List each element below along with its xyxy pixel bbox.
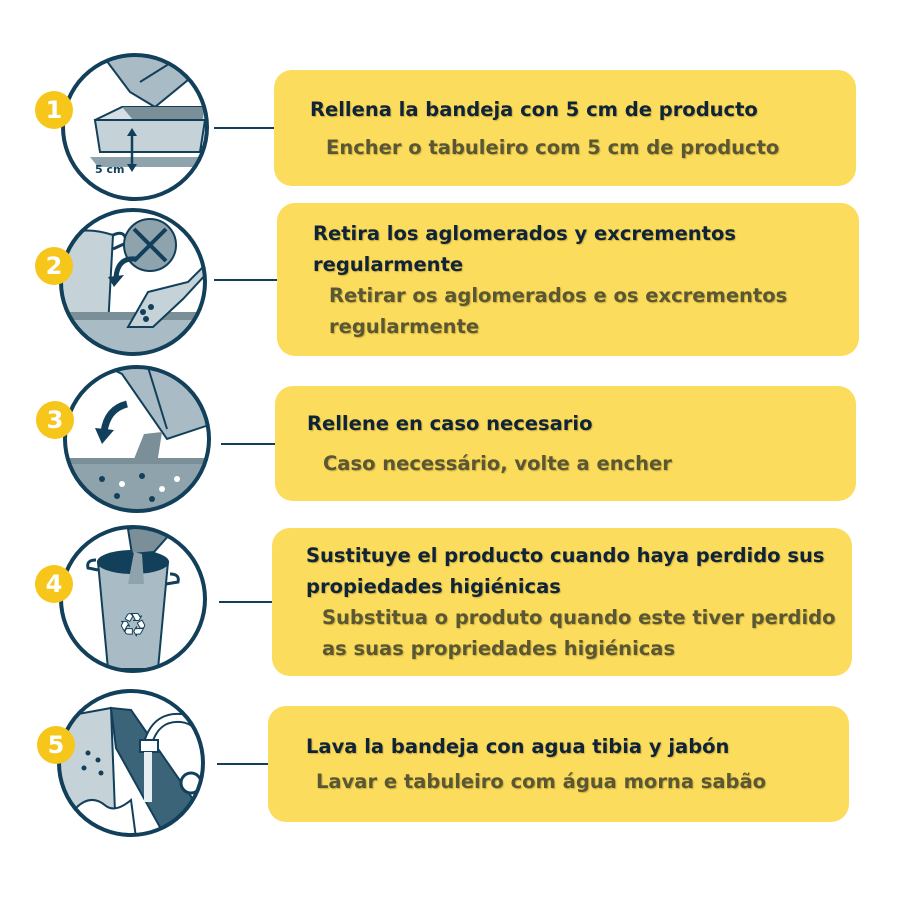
instruction-pt: Lavar e tabuleiro com água morna sabão xyxy=(316,770,767,793)
wash-tray-tap-icon xyxy=(56,688,206,838)
connector-line xyxy=(219,601,272,603)
instruction-card: Sustituye el producto cuando haya perdid… xyxy=(272,528,852,676)
instruction-pt: Caso necessário, volte a encher xyxy=(323,452,672,475)
connector-line xyxy=(214,127,274,129)
instruction-es: Rellene en caso necesario xyxy=(307,412,593,435)
connector-line xyxy=(221,443,275,445)
five-cm-label: 5 cm xyxy=(95,163,125,176)
step-number-badge: 4 xyxy=(35,565,73,603)
instruction-es: Sustituye el producto cuando haya perdid… xyxy=(306,544,825,598)
instruction-es: Rellena la bandeja con 5 cm de producto xyxy=(310,97,758,121)
connector-line xyxy=(214,279,277,281)
step-number-badge: 5 xyxy=(37,726,75,764)
step-number-badge: 1 xyxy=(35,91,73,129)
instruction-card: Lava la bandeja con agua tibia y jabón L… xyxy=(268,706,849,822)
step-number-badge: 3 xyxy=(36,401,74,439)
litter-tray-fill-icon: 5 cm xyxy=(60,52,210,202)
step-number-badge: 2 xyxy=(35,247,73,285)
instruction-es: Retira los aglomerados y excrementos reg… xyxy=(313,221,737,276)
instruction-pt: Encher o tabuleiro com 5 cm de producto xyxy=(326,135,780,159)
connector-line xyxy=(217,763,268,765)
instruction-card: Rellena la bandeja con 5 cm de producto … xyxy=(274,70,856,186)
instruction-pt: Retirar os aglomerados e os excrementos … xyxy=(329,283,788,338)
instruction-card: Rellene en caso necesario Caso necessári… xyxy=(275,386,856,501)
instruction-card: Retira los aglomerados y excrementos reg… xyxy=(277,203,859,356)
svg-text:♻: ♻ xyxy=(119,606,148,644)
instruction-es: Lava la bandeja con agua tibia y jabón xyxy=(306,735,730,758)
instruction-pt: Substitua o produto quando este tiver pe… xyxy=(322,606,836,660)
refill-pour-icon xyxy=(62,364,212,514)
recycle-bin-icon: ♻ xyxy=(58,524,208,674)
scoop-clumps-icon xyxy=(58,207,208,357)
